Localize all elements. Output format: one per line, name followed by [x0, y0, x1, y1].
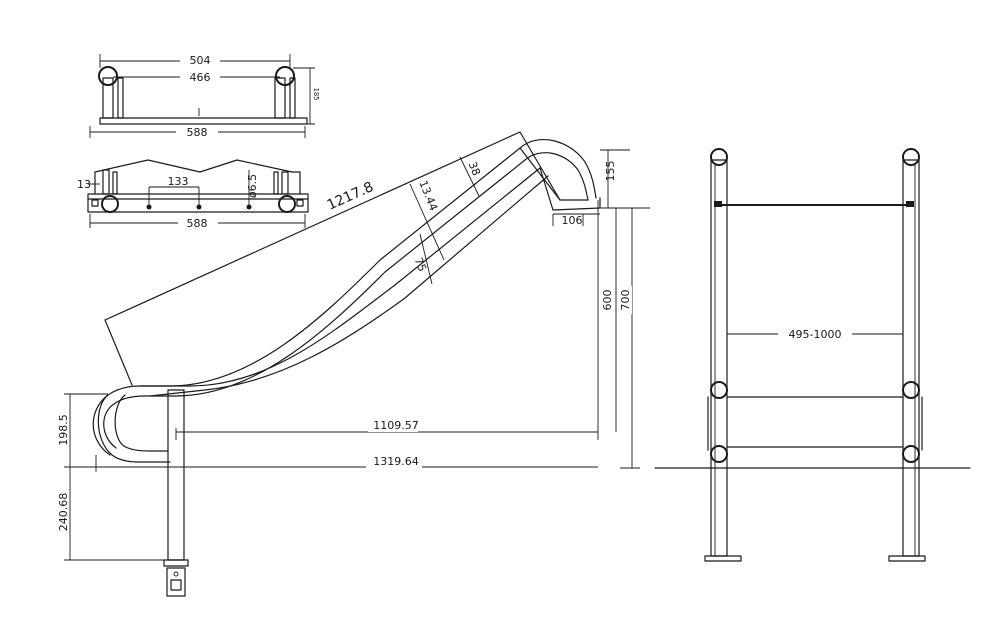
dim-198-5: 198.5 — [57, 414, 70, 446]
dim-240-68: 240.68 — [57, 493, 70, 532]
dim-588-bracket: 588 — [187, 217, 208, 230]
dim-hole-diameter: ø6.5 — [246, 174, 259, 198]
dim-133: 133 — [168, 175, 189, 188]
slide-side-view — [92, 131, 601, 597]
dim-slide-width: 75 — [412, 256, 429, 274]
dim-600: 600 — [601, 290, 614, 311]
ladder-front-view — [654, 148, 971, 562]
dim-504: 504 — [190, 54, 211, 67]
dim-slide-tube: 38 — [466, 160, 483, 178]
dim-overall-span: 1319.64 — [373, 455, 419, 468]
dim-155: 155 — [604, 161, 617, 182]
dim-185: 185 — [312, 88, 320, 101]
dim-ladder-width: 495-1000 — [789, 328, 842, 341]
dim-700: 700 — [619, 290, 632, 311]
slide-dimensions — [64, 149, 650, 561]
mounting-bracket — [87, 159, 309, 230]
dim-466: 466 — [190, 71, 211, 84]
dim-inner-span: 1109.57 — [373, 419, 419, 432]
dim-13: 13 — [77, 178, 91, 191]
top-view-frame — [89, 53, 315, 139]
dim-588-top: 588 — [187, 126, 208, 139]
dim-106: 106 — [562, 214, 583, 227]
dim-slide-thickness: 13.44 — [416, 179, 440, 213]
